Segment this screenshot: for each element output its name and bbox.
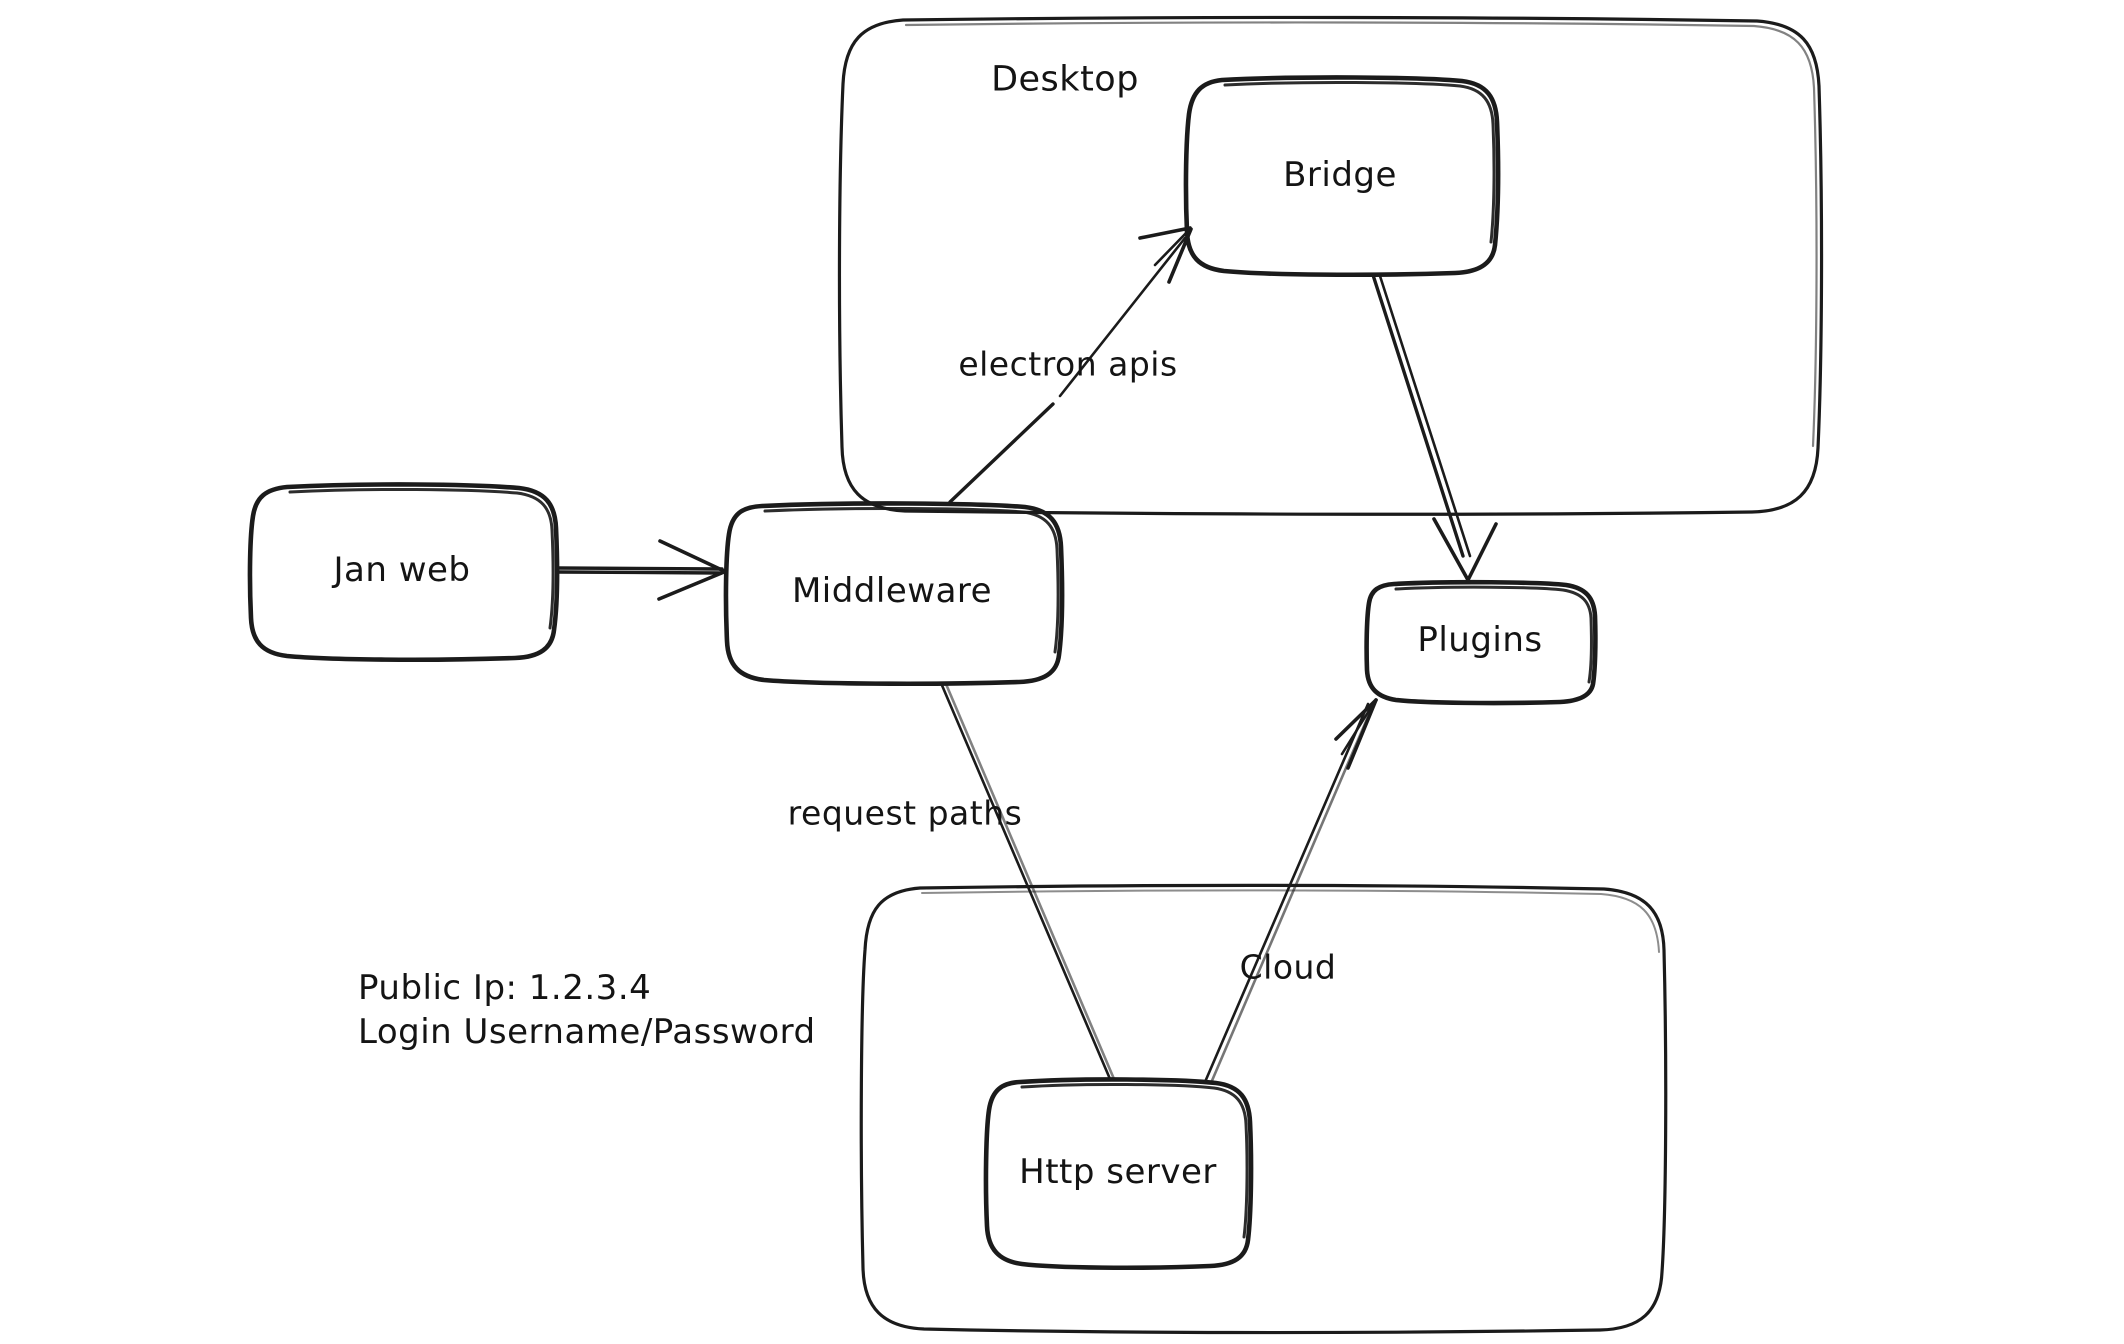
edge-jan-web-to-middleware (555, 539, 726, 601)
container-cloud-group (859, 883, 1668, 1335)
edge-middleware-to-bridge (948, 226, 1193, 504)
node-bridge[interactable] (1184, 78, 1497, 275)
note-line-public-ip: Public Ip: 1.2.3.4 (358, 968, 652, 1008)
node-jan-web[interactable] (250, 485, 556, 658)
node-middleware[interactable] (724, 504, 1061, 682)
edge-http-server-to-plugins (1203, 698, 1378, 1085)
node-middleware-shape (723, 501, 1065, 687)
edge-bridge-to-plugins (1371, 273, 1498, 582)
node-bridge-shape (1183, 75, 1501, 278)
node-plugins-shape (1364, 579, 1598, 706)
node-jan-web-shape (247, 482, 560, 663)
node-plugins[interactable] (1366, 582, 1595, 702)
edge-middleware-to-http-server (939, 681, 1116, 1081)
node-http-server[interactable] (986, 1080, 1251, 1267)
note-connection-info: Public Ip: 1.2.3.4 Login Username/Passwo… (358, 966, 816, 1054)
node-http-server-shape (983, 1077, 1254, 1271)
note-line-login-credentials: Login Username/Password (358, 1012, 816, 1053)
container-desktop (837, 15, 1824, 516)
